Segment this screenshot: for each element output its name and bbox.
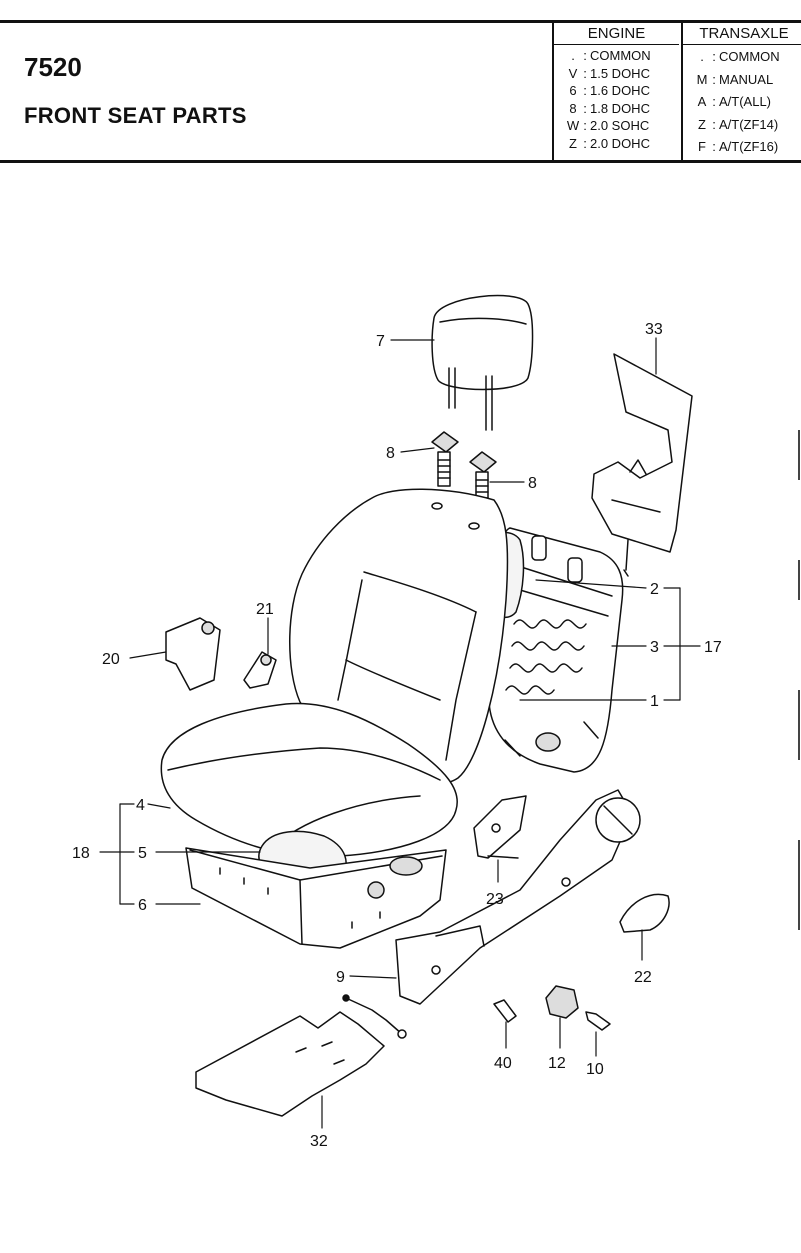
transaxle-code: A (697, 94, 707, 109)
side-bracket (473, 795, 527, 859)
callout-33: 33 (645, 321, 663, 338)
headrest-guide-left (431, 431, 459, 487)
transaxle-label: A/T(ZF14) (719, 116, 779, 132)
engine-row: Z:2.0 DOHC (554, 135, 679, 153)
transaxle-row: .:COMMON (683, 46, 801, 69)
callout-3: 3 (650, 639, 659, 656)
page-header: 7520 FRONT SEAT PARTS ENGINE .:COMMON V:… (0, 0, 801, 163)
transaxle-label: A/T(ZF16) (719, 139, 779, 154)
page-title: FRONT SEAT PARTS (24, 103, 247, 128)
cushion-frame (185, 847, 447, 949)
engine-column: ENGINE .:COMMON V:1.5 DOHC 6:1.6 DOHC 8:… (554, 22, 679, 162)
callout-17: 17 (704, 639, 722, 656)
callout-8-right: 8 (528, 475, 537, 492)
engine-code: 6 (569, 83, 577, 99)
seatback-board (591, 353, 693, 577)
transaxle-heading: TRANSAXLE (683, 22, 801, 45)
code-separator: : (583, 65, 587, 81)
engine-row: V:1.5 DOHC (554, 65, 679, 83)
engine-label: 2.0 DOHC (590, 135, 650, 151)
engine-label: 1.8 DOHC (590, 100, 650, 116)
transaxle-label: MANUAL (719, 71, 774, 87)
recliner-cover (165, 617, 221, 691)
engine-row: 8:1.8 DOHC (554, 100, 679, 118)
engine-row: W:2.0 SOHC (554, 117, 679, 135)
screw (585, 1011, 611, 1031)
transaxle-row: Z:A/T(ZF14) (683, 114, 801, 137)
engine-code: V (568, 65, 578, 81)
callout-32: 32 (310, 1133, 328, 1150)
leader-lines (99, 337, 701, 1129)
headrest (431, 294, 534, 431)
callout-8-left: 8 (386, 445, 395, 462)
callout-labels: 7 8 8 33 21 20 2 3 17 1 4 18 5 6 23 22 9… (72, 321, 722, 1150)
engine-code: . (571, 48, 575, 63)
top-rule (0, 20, 801, 23)
callout-20: 20 (102, 651, 120, 668)
engine-label: 1.6 DOHC (590, 83, 650, 99)
code-table: ENGINE .:COMMON V:1.5 DOHC 6:1.6 DOHC 8:… (552, 22, 801, 162)
code-separator: : (712, 49, 716, 64)
callout-7: 7 (376, 333, 385, 350)
callout-6: 6 (138, 897, 147, 914)
callout-12: 12 (548, 1055, 566, 1072)
code-separator: : (712, 71, 716, 87)
transaxle-code: Z (698, 116, 706, 132)
code-separator: : (583, 118, 587, 134)
transaxle-code: F (698, 139, 706, 154)
engine-row: 6:1.6 DOHC (554, 82, 679, 100)
callout-10: 10 (586, 1061, 604, 1078)
callout-40: 40 (494, 1055, 512, 1072)
callout-2: 2 (650, 581, 659, 598)
recliner-handle-cover (243, 651, 277, 689)
code-separator: : (712, 94, 716, 109)
page-number: 7520 (24, 52, 82, 82)
adjust-knob (545, 985, 579, 1019)
callout-18: 18 (72, 845, 90, 862)
engine-code: 8 (569, 100, 577, 116)
transaxle-row: A:A/T(ALL) (683, 91, 801, 114)
transaxle-column: TRANSAXLE .:COMMON M:MANUAL A:A/T(ALL) Z… (681, 22, 801, 162)
transaxle-row: F:A/T(ZF16) (683, 136, 801, 159)
transaxle-row: M:MANUAL (683, 69, 801, 92)
callout-9: 9 (336, 969, 345, 986)
code-separator: : (583, 135, 587, 151)
under-seat-tray (195, 994, 407, 1117)
callout-21: 21 (256, 601, 274, 618)
callout-22: 22 (634, 969, 652, 986)
bolt (493, 999, 517, 1023)
callout-23: 23 (486, 891, 504, 908)
engine-label: COMMON (590, 48, 651, 63)
code-separator: : (583, 100, 587, 116)
engine-label: 2.0 SOHC (590, 118, 650, 134)
transaxle-code: . (700, 49, 704, 64)
code-separator: : (712, 139, 716, 154)
code-separator: : (712, 116, 716, 132)
callout-1: 1 (650, 693, 659, 710)
callout-4: 4 (136, 797, 145, 814)
callout-5: 5 (138, 845, 147, 862)
transaxle-code: M (696, 71, 708, 87)
side-shield (395, 789, 641, 1005)
code-separator: : (583, 83, 587, 99)
code-separator: : (583, 48, 587, 63)
engine-code: W (566, 118, 580, 134)
bottom-rule (0, 160, 801, 163)
lever-knob (619, 893, 670, 933)
engine-row: .:COMMON (554, 47, 679, 65)
transaxle-label: A/T(ALL) (719, 94, 772, 109)
transaxle-label: COMMON (719, 49, 780, 64)
engine-label: 1.5 DOHC (590, 65, 650, 81)
engine-heading: ENGINE (554, 22, 679, 45)
engine-code: Z (569, 135, 577, 151)
